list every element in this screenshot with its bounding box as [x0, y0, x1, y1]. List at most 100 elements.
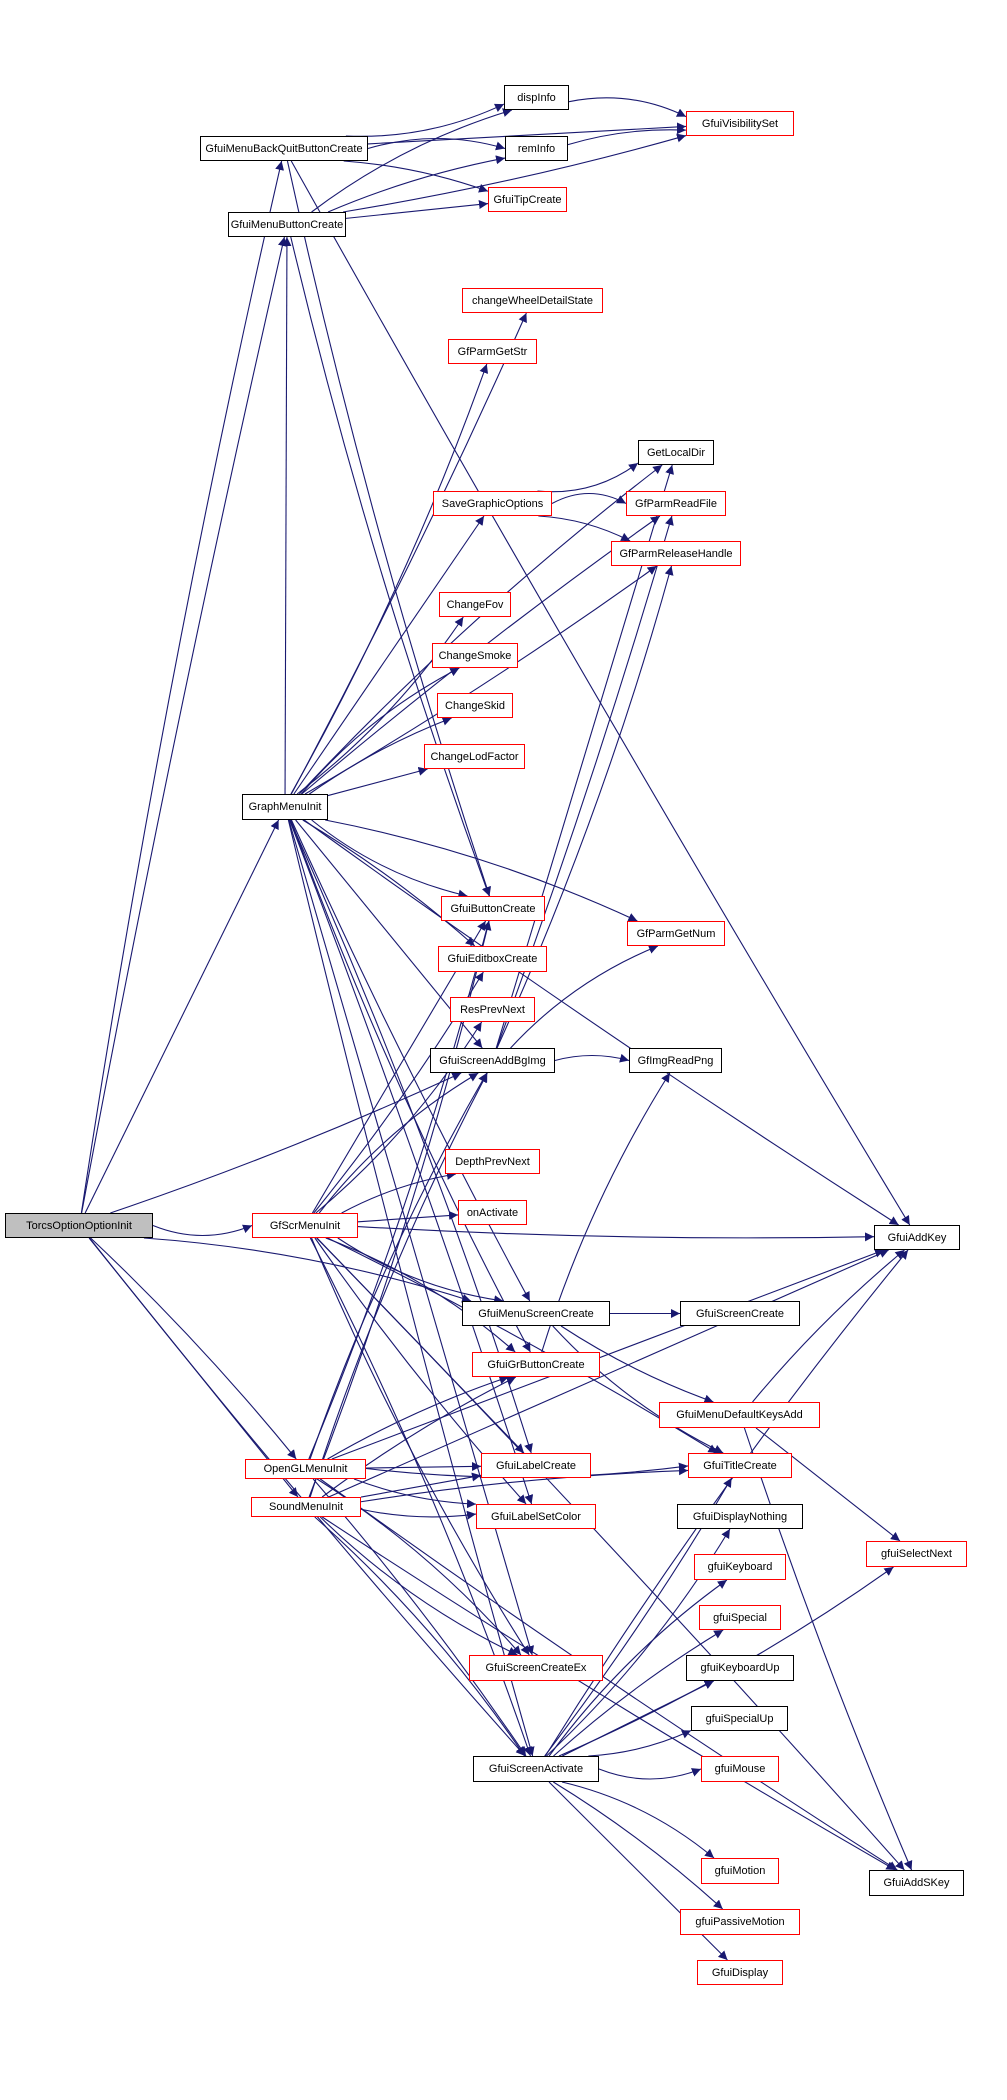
edge-TorcsOptionOptionInit-to-GfuiMenuScreenCreate: [143, 1237, 472, 1303]
node-gf-parm-get-str[interactable]: GfParmGetStr: [448, 339, 537, 364]
node-depth-prev-next[interactable]: DepthPrevNext: [445, 1149, 540, 1174]
node-disp-info[interactable]: dispInfo: [504, 85, 569, 110]
node-gfui-keyboard-up[interactable]: gfuiKeyboardUp: [686, 1655, 794, 1681]
edge-GfuiMenuBackQuitButtonCreate-to-GfuiVisibilitySet: [367, 122, 687, 145]
edge-GfScrMenuInit-to-GfuiScreenAddBgImg: [318, 1072, 479, 1214]
edge-GfuiScreenAddBgImg-to-GfParmGetNum: [510, 945, 659, 1049]
node-gfui-menu-button-create[interactable]: GfuiMenuButtonCreate: [228, 212, 346, 237]
node-torcs-option-option-init[interactable]: TorcsOptionOptionInit: [5, 1213, 153, 1238]
node-gfui-mouse[interactable]: gfuiMouse: [701, 1756, 779, 1782]
edge-remInfo-to-GfuiVisibilitySet: [567, 125, 687, 146]
node-gfui-screen-create[interactable]: GfuiScreenCreate: [680, 1301, 800, 1326]
node-gfui-select-next[interactable]: gfuiSelectNext: [866, 1541, 967, 1567]
edge-GfuiScreenActivate-to-gfuiKeyboard: [548, 1579, 728, 1757]
node-res-prev-next[interactable]: ResPrevNext: [450, 997, 535, 1022]
node-sound-menu-init[interactable]: SoundMenuInit: [251, 1497, 361, 1517]
edge-GfuiScreenActivate-to-GfuiDisplay: [548, 1781, 728, 1961]
node-change-skid[interactable]: ChangeSkid: [437, 693, 513, 718]
edge-SaveGraphicOptions-to-GfParmReleaseHandle: [538, 515, 631, 542]
node-change-smoke[interactable]: ChangeSmoke: [432, 643, 518, 668]
node-change-lod-factor[interactable]: ChangeLodFactor: [424, 744, 525, 769]
edge-SoundMenuInit-to-GfuiAddKey: [328, 1249, 889, 1498]
edge-GfuiScreenAddBgImg-to-GfImgReadPng: [554, 1053, 630, 1063]
node-gfui-keyboard[interactable]: gfuiKeyboard: [694, 1554, 786, 1580]
edge-GfuiMenuButtonCreate-to-remInfo: [327, 155, 506, 213]
edge-GraphMenuInit-to-GfuiScreenActivate: [287, 819, 535, 1757]
node-on-activate[interactable]: onActivate: [458, 1200, 527, 1225]
edge-GraphMenuInit-to-ChangeSkid: [309, 717, 452, 795]
node-gfui-add-key[interactable]: GfuiAddKey: [874, 1225, 960, 1250]
node-gfui-menu-default-keys-add[interactable]: GfuiMenuDefaultKeysAdd: [659, 1402, 820, 1428]
node-gf-parm-read-file[interactable]: GfParmReadFile: [626, 491, 726, 516]
edge-SoundMenuInit-to-GfuiLabelCreate: [360, 1472, 482, 1498]
edge-GfuiMenuScreenCreate-to-GfuiMenuDefaultKeysAdd: [560, 1325, 714, 1404]
edge-GfuiMenuBackQuitButtonCreate-to-GfuiTipCreate: [343, 160, 489, 193]
edge-GfuiMenuScreenCreate-to-GfuiTitleCreate: [552, 1325, 724, 1454]
node-gfui-passive-motion[interactable]: gfuiPassiveMotion: [680, 1909, 800, 1935]
edge-GfuiScreenActivate-to-gfuiMotion: [561, 1781, 715, 1859]
edge-GraphMenuInit-to-changeWheelDetailState: [290, 312, 527, 795]
edge-GfuiMenuButtonCreate-to-GfuiTipCreate: [345, 200, 489, 219]
node-gfui-menu-screen-create[interactable]: GfuiMenuScreenCreate: [462, 1301, 610, 1326]
node-gfui-button-create[interactable]: GfuiButtonCreate: [441, 896, 545, 921]
edge-GfScrMenuInit-to-GfuiGrButtonCreate: [325, 1237, 516, 1353]
node-gfui-tip-create[interactable]: GfuiTipCreate: [488, 187, 567, 212]
node-change-fov[interactable]: ChangeFov: [439, 592, 511, 617]
edge-GfScrMenuInit-to-GfuiMenuScreenCreate: [337, 1237, 504, 1305]
node-save-graphic-options[interactable]: SaveGraphicOptions: [433, 491, 552, 516]
node-gfui-visibility-set[interactable]: GfuiVisibilitySet: [686, 111, 794, 136]
node-gfui-special-up[interactable]: gfuiSpecialUp: [691, 1706, 788, 1731]
node-gf-parm-release-handle[interactable]: GfParmReleaseHandle: [611, 541, 741, 566]
node-gfui-screen-activate[interactable]: GfuiScreenActivate: [473, 1756, 599, 1782]
edge-GfuiScreenAddBgImg-to-GfParmReadFile: [496, 515, 674, 1049]
edge-GfuiMenuButtonCreate-to-GfuiButtonCreate: [290, 236, 491, 897]
edge-GfuiMenuDefaultKeysAdd-to-gfuiSelectNext: [755, 1427, 901, 1542]
edge-OpenGLMenuInit-to-GfuiAddKey: [331, 1248, 885, 1460]
node-gfui-label-create[interactable]: GfuiLabelCreate: [481, 1453, 591, 1478]
node-gfui-gr-button-create[interactable]: GfuiGrButtonCreate: [472, 1352, 600, 1377]
edge-SoundMenuInit-to-GfuiGrButtonCreate: [321, 1376, 517, 1498]
edge-GfScrMenuInit-to-GfuiAddKey: [357, 1225, 875, 1242]
edge-TorcsOptionOptionInit-to-GfuiMenuBackQuitButtonCreate: [80, 160, 284, 1214]
edge-GfuiMenuBackQuitButtonCreate-to-GfuiButtonCreate: [286, 160, 491, 897]
node-gfui-motion[interactable]: gfuiMotion: [701, 1858, 779, 1884]
edge-GraphMenuInit-to-GfuiScreenCreateEx: [288, 819, 535, 1656]
edge-GfScrMenuInit-to-GfuiAddSKey: [316, 1237, 905, 1871]
edge-SoundMenuInit-to-GfuiAddSKey: [321, 1516, 896, 1871]
edge-SaveGraphicOptions-to-GfParmReadFile: [551, 493, 627, 504]
node-gfui-title-create[interactable]: GfuiTitleCreate: [688, 1453, 792, 1478]
edge-OpenGLMenuInit-to-GfuiScreenAddBgImg: [309, 1072, 488, 1460]
node-graph-menu-init[interactable]: GraphMenuInit: [242, 794, 328, 820]
edge-GfuiScreenActivate-to-gfuiSpecialUp: [588, 1730, 692, 1757]
node-gfui-editbox-create[interactable]: GfuiEditboxCreate: [438, 946, 547, 972]
edge-OpenGLMenuInit-to-GfuiAddSKey: [319, 1478, 898, 1871]
node-gfui-display-nothing[interactable]: GfuiDisplayNothing: [677, 1504, 803, 1529]
node-gfui-screen-add-bg-img[interactable]: GfuiScreenAddBgImg: [430, 1048, 555, 1073]
node-rem-info[interactable]: remInfo: [505, 136, 568, 161]
node-gfui-special[interactable]: gfuiSpecial: [699, 1605, 781, 1630]
edge-SaveGraphicOptions-to-GetLocalDir: [537, 462, 639, 493]
edge-GfScrMenuInit-to-onActivate: [357, 1211, 459, 1223]
node-gfui-screen-create-ex[interactable]: GfuiScreenCreateEx: [469, 1655, 603, 1681]
edge-GfScrMenuInit-to-DepthPrevNext: [341, 1171, 456, 1214]
edge-OpenGLMenuInit-to-GfuiGrButtonCreate: [327, 1375, 509, 1460]
node-get-local-dir[interactable]: GetLocalDir: [638, 440, 714, 465]
edge-GraphMenuInit-to-GfuiMenuButtonCreate: [282, 236, 292, 795]
node-gfui-display[interactable]: GfuiDisplay: [697, 1960, 783, 1985]
edge-GfuiMenuButtonCreate-to-GfuiVisibilitySet: [342, 133, 687, 213]
node-gfui-add-skey[interactable]: GfuiAddSKey: [869, 1870, 964, 1896]
node-opengl-menu-init[interactable]: OpenGLMenuInit: [245, 1459, 366, 1479]
edge-GraphMenuInit-to-GfuiGrButtonCreate: [290, 819, 531, 1353]
edge-SoundMenuInit-to-GfuiScreenActivate: [314, 1516, 526, 1757]
node-gfui-label-set-color[interactable]: GfuiLabelSetColor: [476, 1504, 596, 1529]
node-gf-scr-menu-init[interactable]: GfScrMenuInit: [252, 1213, 358, 1238]
edge-SoundMenuInit-to-GfuiLabelSetColor: [360, 1508, 477, 1520]
node-gfui-menu-back-quit-button-create[interactable]: GfuiMenuBackQuitButtonCreate: [200, 136, 368, 161]
node-change-wheel-detail-state[interactable]: changeWheelDetailState: [462, 288, 603, 313]
node-gf-parm-get-num[interactable]: GfParmGetNum: [627, 921, 725, 946]
node-gf-img-read-png[interactable]: GfImgReadPng: [629, 1048, 722, 1073]
edge-GfuiMenuDefaultKeysAdd-to-GfuiAddSKey: [743, 1427, 913, 1871]
edge-GraphMenuInit-to-ChangeSmoke: [300, 667, 460, 795]
edge-GraphMenuInit-to-GetLocalDir: [298, 464, 663, 795]
